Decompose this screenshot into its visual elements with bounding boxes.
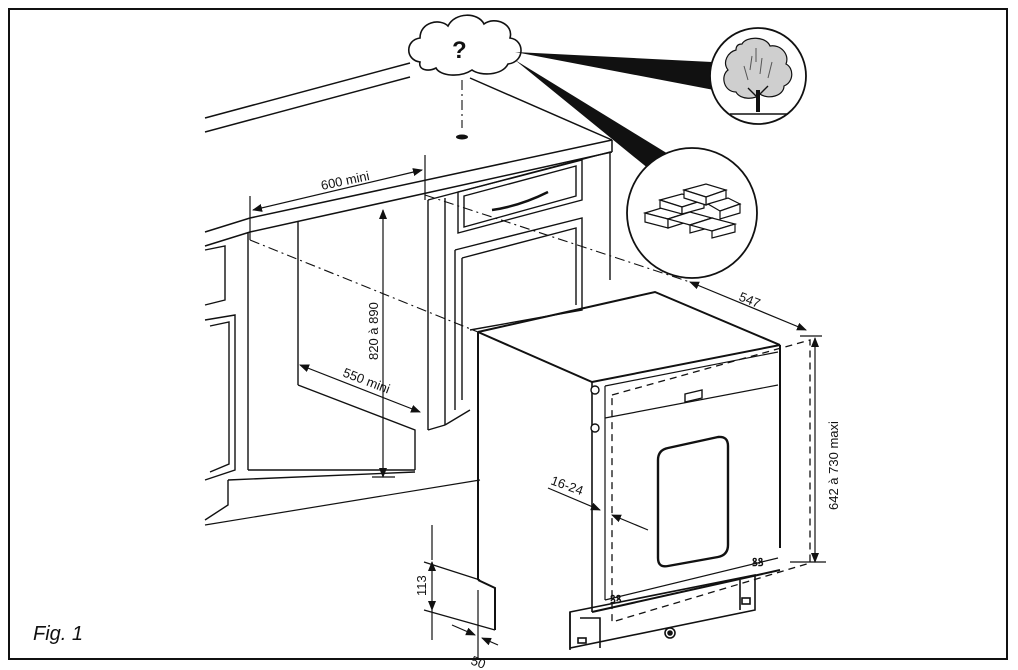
projection-lines: [249, 80, 691, 333]
pointer-wedges: [515, 52, 714, 178]
width-min-label: 600 mini: [320, 168, 371, 193]
tree-icon: [709, 27, 807, 125]
bricks-icon: [626, 147, 758, 279]
countertop: [204, 62, 613, 247]
height-range-label: 820 à 890: [366, 302, 381, 360]
plinth-depth-label: 50: [469, 653, 488, 670]
dimension-door-gap: [547, 487, 649, 531]
hinge-mark-left: ꝸꝸ: [610, 594, 622, 606]
figure-frame: [8, 8, 1008, 660]
plinth-height-label: 113: [414, 575, 429, 596]
door-gap-label: 16-24: [549, 473, 585, 498]
dimension-appliance-depth: [689, 281, 822, 337]
door-hinge: [590, 385, 600, 433]
appliance-height-label: 642 à 730 maxi: [826, 421, 841, 510]
right-cabinet: [427, 151, 611, 431]
cloud-question-icon: ?: [407, 14, 522, 76]
floor-line: [204, 479, 481, 526]
dimension-plinth-depth: [451, 590, 499, 660]
dimension-plinth-height: [423, 525, 496, 640]
door-panel-outline: [611, 339, 811, 623]
hinge-mark-right: ꝸꝸ: [752, 557, 764, 569]
appliance-depth-label: 547: [737, 289, 763, 311]
dimension-height: [372, 209, 395, 478]
plinth-bracket: [569, 574, 756, 650]
question-mark: ?: [452, 37, 467, 64]
dimension-width: [249, 155, 426, 240]
dimension-depth: [299, 364, 421, 413]
dimension-appliance-height: [790, 337, 826, 563]
figure-caption: Fig. 1: [33, 623, 84, 645]
hole-marker: [456, 134, 468, 140]
